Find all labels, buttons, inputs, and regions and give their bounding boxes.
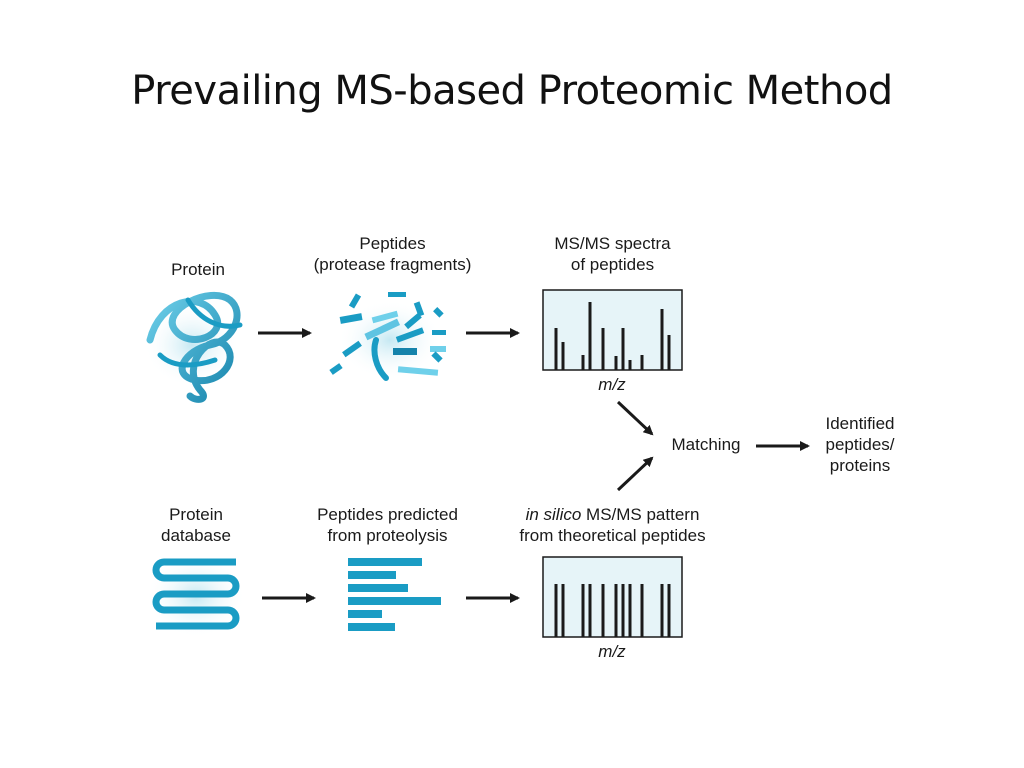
result-label-line2: peptides/ (825, 435, 895, 454)
peptide-fragments-icon (329, 292, 446, 381)
result-label-line3: proteins (829, 456, 891, 475)
ms-ms-spectrum-chart (542, 289, 683, 371)
protein-database-icon (146, 554, 246, 638)
spectra-label-line1: MS/MS spectra (554, 234, 671, 253)
arrow-pattern-to-matching (616, 456, 654, 492)
predicted-peptides-label: Peptides predicted from proteolysis (295, 504, 480, 546)
peptides-label: Peptides (protease fragments) (290, 233, 495, 275)
predicted-label-line2: from proteolysis (327, 526, 448, 545)
top-spectrum-axis-label: m/z (598, 375, 626, 394)
in-silico-pattern-label: in silico MS/MS pattern from theoretical… (494, 504, 731, 546)
protein-ribbon-icon (144, 292, 243, 403)
peptides-label-line2: (protease fragments) (313, 255, 472, 274)
predicted-peptides-bars-icon (348, 558, 441, 631)
peptides-label-line1: Peptides (359, 234, 426, 253)
spectra-label: MS/MS spectra of peptides (520, 233, 705, 275)
pattern-label-rest: MS/MS pattern (581, 505, 700, 524)
matching-label: Matching (671, 435, 741, 454)
result-label: Identified peptides/ proteins (806, 413, 914, 476)
database-label-line1: Protein (169, 505, 223, 524)
pattern-label-line1: in silico MS/MS pattern (494, 504, 731, 525)
protein-label: Protein (148, 259, 248, 280)
slide-title: Prevailing MS-based Proteomic Method (131, 68, 893, 114)
database-label: Protein database (140, 504, 252, 546)
pattern-label-italic: in silico (525, 505, 582, 524)
result-label-line1: Identified (825, 414, 895, 433)
pattern-label-line2: from theoretical peptides (519, 526, 706, 545)
predicted-label-line1: Peptides predicted (317, 505, 458, 524)
arrow-spectra-to-matching (616, 400, 654, 436)
in-silico-spectrum-chart (542, 556, 683, 638)
bottom-spectrum-axis-label: m/z (598, 642, 626, 661)
protein-label-text: Protein (171, 260, 225, 279)
database-label-line2: database (161, 526, 231, 545)
spectra-label-line2: of peptides (570, 255, 655, 274)
